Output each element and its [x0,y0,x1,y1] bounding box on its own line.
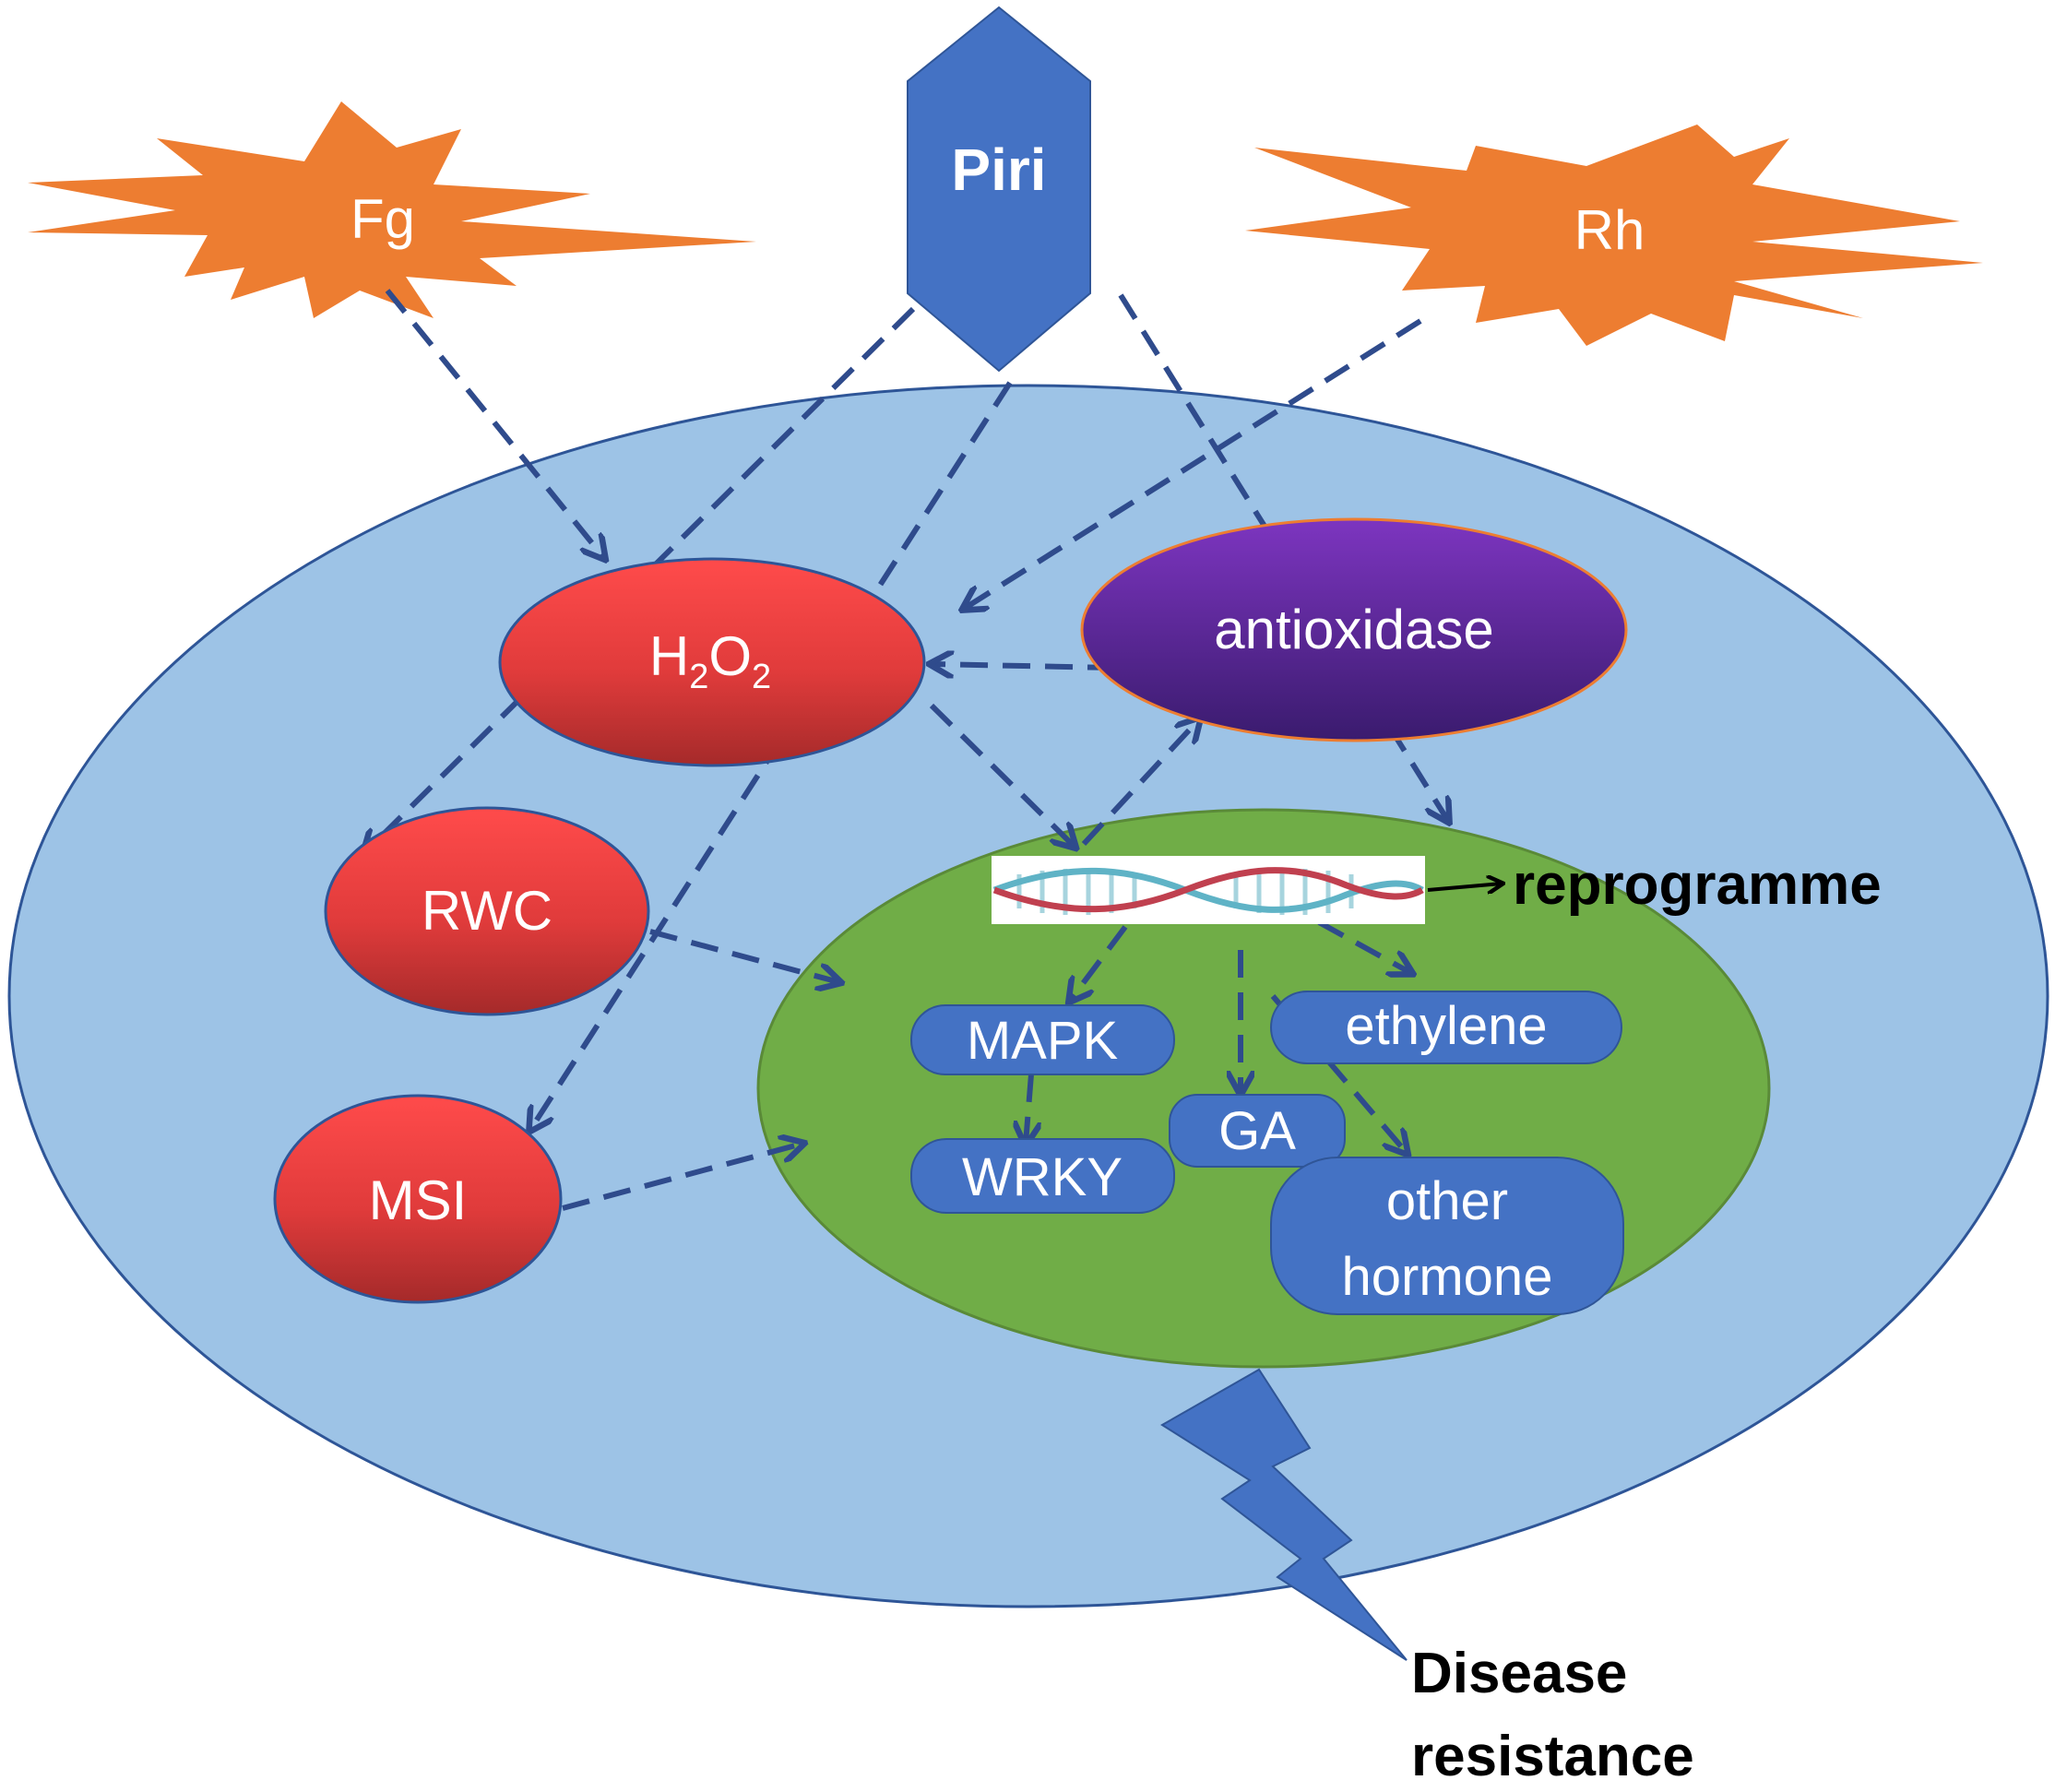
ethylene-pill [1270,991,1622,1064]
ga-label: GA [1218,1101,1296,1161]
reprogramme-label: reprogramme [1513,853,1882,917]
wrky-node: WRKY [910,1138,1175,1214]
arrow-dna-antioxidase [1081,719,1199,847]
antioxidase-ellipse [1080,517,1628,742]
rh-stressor: Rh [1245,125,1983,346]
piri-hexagon [907,6,1091,373]
dna-helix-icon [992,856,1425,924]
starburst-icon [28,101,756,318]
other-hormone-label-line1: other [1386,1171,1508,1231]
arrow-dna-ethylene [1317,920,1411,973]
msi-label: MSI [369,1169,468,1231]
ga-node: GA [1169,1094,1346,1168]
h2o2-label: H2O2 [649,625,771,696]
wrky-pill [910,1138,1175,1214]
ga-pill [1169,1094,1346,1168]
piri-node: Piri [907,6,1091,373]
other-hormone-pill [1270,1157,1624,1315]
disease-resistance-label-line2: resistance [1411,1725,1694,1788]
ethylene-node: ethylene [1270,991,1622,1064]
rwc-ellipse [324,806,650,1016]
arrow-rwc-nucleus [649,929,839,982]
arrow-rh-antioxidase [964,318,1422,609]
wrky-label: WRKY [962,1147,1123,1207]
disease-resistance-label-line1: Disease [1411,1642,1627,1705]
rwc-label: RWC [422,880,552,942]
fg-stressor: Fg [28,101,756,318]
piri-label: Piri [951,136,1046,203]
arrow-fg-h2o2 [385,289,604,558]
lightning-bolt-icon [1160,1368,1408,1661]
mapk-label: MAPK [967,1011,1119,1071]
msi-ellipse [273,1094,563,1304]
arrow-antioxidase-h2o2 [932,664,1158,669]
ethylene-label: ethylene [1345,996,1547,1056]
rwc-node: RWC [324,806,650,1016]
arrow-h2o2-dna [929,703,1075,847]
antioxidase-node: antioxidase [1080,517,1628,742]
arrow-mapk-wrky [1026,1074,1031,1144]
mapk-node: MAPK [910,1004,1175,1075]
msi-node: MSI [273,1094,563,1304]
fg-label: Fg [350,188,415,250]
starburst-icon [1245,125,1983,346]
arrow-dna-other-hormone [1270,994,1407,1153]
other-hormone-node: other hormone [1270,1157,1624,1315]
other-hormone-label-line2: hormone [1342,1247,1553,1307]
rh-label: Rh [1574,199,1645,261]
mapk-pill [910,1004,1175,1075]
h2o2-node: H2O2 [498,557,926,767]
antioxidase-label: antioxidase [1214,599,1494,660]
reprogramme-arrow [1427,884,1502,890]
h2o2-ellipse [498,557,926,767]
arrow-dna-mapk [1070,925,1128,1001]
